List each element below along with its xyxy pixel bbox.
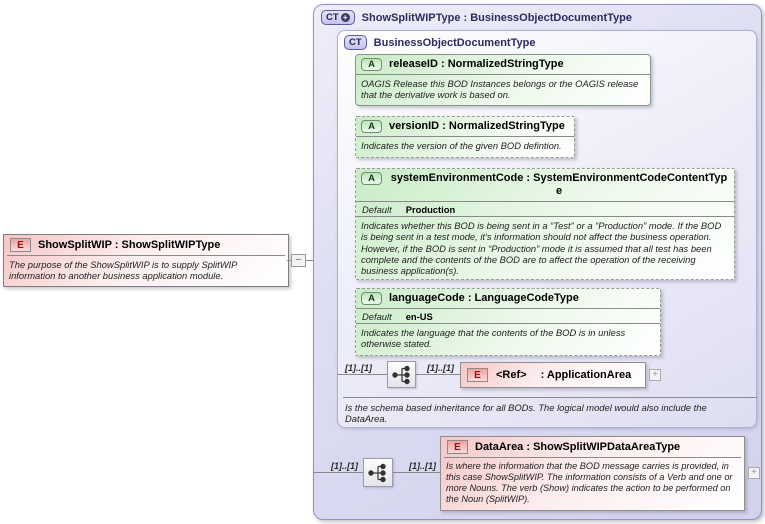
attribute-title: systemEnvironmentCode : SystemEnvironmen… <box>390 172 728 197</box>
element-badge: E <box>447 440 468 454</box>
attribute-title: versionID : NormalizedStringType <box>389 120 565 132</box>
occurrence-label: [1]..[1] <box>345 363 372 373</box>
element-badge: E <box>10 238 31 252</box>
dataarea-annotation: Is where the information that the BOD me… <box>446 461 733 505</box>
attribute-annotation: OAGIS Release this BOD Instances belongs… <box>361 78 639 101</box>
attribute-languagecode[interactable]: A languageCode : LanguageCodeType Defaul… <box>355 288 661 356</box>
attribute-badge: A <box>361 292 382 305</box>
ref-element-box[interactable]: E <Ref> : ApplicationArea <box>460 362 646 388</box>
attribute-annotation: Indicates the language that the contents… <box>361 327 626 350</box>
attribute-badge: A <box>361 58 382 71</box>
default-label: Default <box>362 203 392 215</box>
dataarea-title: DataArea : ShowSplitWIPDataAreaType <box>475 441 681 453</box>
inner-type-annotation: Is the schema based inheritance for all … <box>345 402 707 425</box>
complextype-badge: CT <box>344 35 367 50</box>
derived-plus-icon: + <box>340 13 350 22</box>
sequence-glyph <box>391 365 410 384</box>
sequence-compositor-icon[interactable] <box>363 458 393 487</box>
attribute-title: releaseID : NormalizedStringType <box>389 58 564 70</box>
attribute-systemenvironmentcode[interactable]: A systemEnvironmentCode : SystemEnvironm… <box>355 168 735 280</box>
outer-type-title: ShowSplitWIPType : BusinessObjectDocumen… <box>361 11 633 24</box>
occurrence-label: [1]..[1] <box>427 363 454 373</box>
showsplitwip-element-box[interactable]: E ShowSplitWIP : ShowSplitWIPType The pu… <box>3 234 289 287</box>
attribute-badge: A <box>361 120 382 133</box>
attribute-title: languageCode : LanguageCodeType <box>389 292 579 304</box>
element-title: ShowSplitWIP : ShowSplitWIPType <box>38 239 221 251</box>
expand-button[interactable]: + <box>649 369 661 381</box>
ct-badge-label: CT <box>349 37 362 48</box>
sequence-compositor-icon[interactable] <box>387 361 416 388</box>
ref-element-name: <Ref> <box>496 369 527 381</box>
element-annotation: The purpose of the ShowSplitWIP is to su… <box>9 259 238 282</box>
default-value: en-US <box>405 310 433 322</box>
default-value: Production <box>405 203 456 215</box>
ref-element-type: : ApplicationArea <box>540 369 632 381</box>
inner-type-title: BusinessObjectDocumentType <box>373 36 536 49</box>
expand-button[interactable]: + <box>748 467 760 479</box>
attribute-versionid[interactable]: A versionID : NormalizedStringType Indic… <box>355 116 575 158</box>
attribute-badge: A <box>361 172 382 185</box>
sequence-glyph <box>368 463 386 482</box>
occurrence-label: [1]..[1] <box>331 461 358 471</box>
divider <box>343 397 757 398</box>
attribute-annotation: Indicates whether this BOD is being sent… <box>361 220 722 277</box>
divider <box>7 255 285 256</box>
attribute-annotation: Indicates the version of the given BOD d… <box>361 140 562 151</box>
attribute-releaseid[interactable]: A releaseID : NormalizedStringType OAGIS… <box>355 54 651 106</box>
complextype-derived-badge: CT+ <box>321 10 355 25</box>
collapse-handle[interactable]: − <box>291 254 306 267</box>
element-badge: E <box>467 368 488 382</box>
divider <box>444 457 741 458</box>
dataarea-element-box[interactable]: E DataArea : ShowSplitWIPDataAreaType Is… <box>440 436 745 511</box>
occurrence-label: [1]..[1] <box>409 461 436 471</box>
default-label: Default <box>362 310 392 322</box>
ct-badge-label: CT <box>326 12 339 23</box>
